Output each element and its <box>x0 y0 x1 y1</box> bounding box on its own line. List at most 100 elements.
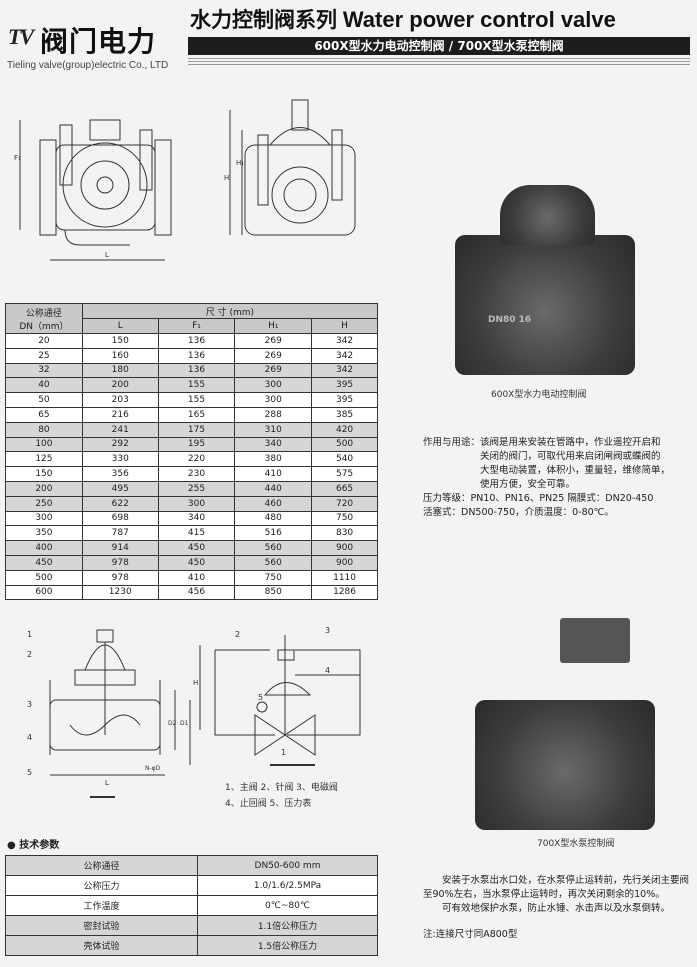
tech-value: 0℃~80℃ <box>197 895 378 916</box>
desc-line: 该阀是用来安装在管路中，作业遥控开启和 <box>480 437 661 448</box>
table-cell: 900 <box>311 554 378 571</box>
table-cell: 25 <box>5 347 83 364</box>
table-cell: 395 <box>311 392 378 408</box>
table-cell: 560 <box>234 540 313 556</box>
table-cell: 136 <box>157 362 236 379</box>
column-header: H <box>311 318 378 334</box>
caption-600x: 600X型水力电动控制阀 <box>491 390 587 400</box>
label-h: H <box>224 174 229 182</box>
table-cell: 665 <box>311 480 378 497</box>
table-cell: 300 <box>234 377 313 394</box>
table-cell: 750 <box>311 510 378 527</box>
table-cell: 380 <box>234 451 313 468</box>
caption-700x: 700X型水泵控制阀 <box>537 839 615 849</box>
table-cell: 560 <box>234 554 313 571</box>
table-cell: 155 <box>157 392 236 408</box>
tech-param: 公称通径 <box>5 855 198 876</box>
schematic-label: 5 <box>258 693 263 702</box>
spec-line: 压力等级：PN10、PN16、PN25 隔膜式：DN20-450 <box>423 493 654 504</box>
table-cell: 500 <box>311 436 378 453</box>
label-l: L <box>105 251 109 259</box>
table-cell: 340 <box>234 436 313 453</box>
table-cell: 356 <box>81 466 159 482</box>
table-cell: 200 <box>81 377 159 394</box>
table-cell: 292 <box>81 436 159 453</box>
table-cell: 500 <box>5 569 83 586</box>
tech-param: 公称压力 <box>5 875 198 896</box>
tech-param: 密封试验 <box>5 915 198 936</box>
tech-param: 工作温度 <box>5 895 198 916</box>
table-cell: 350 <box>5 525 83 542</box>
table-cell: 978 <box>81 554 159 571</box>
table-cell: 288 <box>234 406 313 423</box>
product2-description: 安装于水泵出水口处，在水泵停止运转前，先行关闭主要阀至90%左右，当水泵停止运转… <box>423 874 691 942</box>
table-cell: 269 <box>234 362 313 379</box>
table-cell: 395 <box>311 377 378 394</box>
label-f1: F₁ <box>14 154 21 162</box>
table-cell: 216 <box>81 406 159 423</box>
label-nd: N-φD <box>145 765 161 772</box>
table-cell: 175 <box>157 421 236 438</box>
page-title: 水力控制阀系列 Water power control valve <box>190 4 616 34</box>
title-cn: 水力控制阀系列 <box>190 9 337 32</box>
table-cell: 136 <box>157 333 236 349</box>
table-cell: 32 <box>5 362 83 379</box>
table-cell: 698 <box>81 510 159 527</box>
table-cell: 65 <box>5 406 83 423</box>
table-cell: 241 <box>81 421 159 438</box>
tech-value: 1.1倍公称压力 <box>197 915 378 936</box>
table-cell: 720 <box>311 495 378 512</box>
table-cell: 1286 <box>311 584 378 601</box>
part-label: 4 <box>27 733 32 742</box>
part-label: 5 <box>27 768 32 777</box>
table-cell: 300 <box>5 510 83 527</box>
table-cell: 385 <box>311 406 378 423</box>
table-cell: 330 <box>81 451 159 468</box>
table-cell: 1110 <box>311 569 378 586</box>
schematic-label: 1 <box>281 748 286 757</box>
table-cell: 200 <box>5 480 83 497</box>
table-cell: 300 <box>234 392 313 408</box>
divider <box>188 58 690 59</box>
table-cell: 40 <box>5 377 83 394</box>
part-label: 2 <box>27 650 32 659</box>
table-cell: 460 <box>234 495 313 512</box>
table-cell: 269 <box>234 333 313 349</box>
table-cell: 622 <box>81 495 159 512</box>
table-cell: 340 <box>157 510 236 527</box>
table-cell: 342 <box>311 362 378 379</box>
table-cell: 787 <box>81 525 159 542</box>
title-en: Water power control valve <box>342 7 616 32</box>
table-cell: 155 <box>157 377 236 394</box>
table-cell: 914 <box>81 540 159 556</box>
table-cell: 480 <box>234 510 313 527</box>
label-l2: L <box>105 779 109 787</box>
table-cell: 410 <box>157 569 236 586</box>
table-cell: 540 <box>311 451 378 468</box>
desc-label: 作用与用途： <box>423 437 481 448</box>
table-cell: 80 <box>5 421 83 438</box>
table-cell: 269 <box>234 347 313 364</box>
table-cell: 50 <box>5 392 83 408</box>
desc-line: 关闭的阀门，可取代用来启闭闸阀或蝶阀的 <box>480 451 661 462</box>
table-cell: 160 <box>81 347 159 364</box>
valve-drawings: F₁ L H H₁ <box>14 99 356 261</box>
product-photo-700x-plate <box>560 618 630 663</box>
label-d1: D1 <box>180 720 189 727</box>
tech-value: 1.0/1.6/2.5MPa <box>197 875 378 896</box>
table-cell: 310 <box>234 421 313 438</box>
table-cell: 255 <box>157 480 236 497</box>
